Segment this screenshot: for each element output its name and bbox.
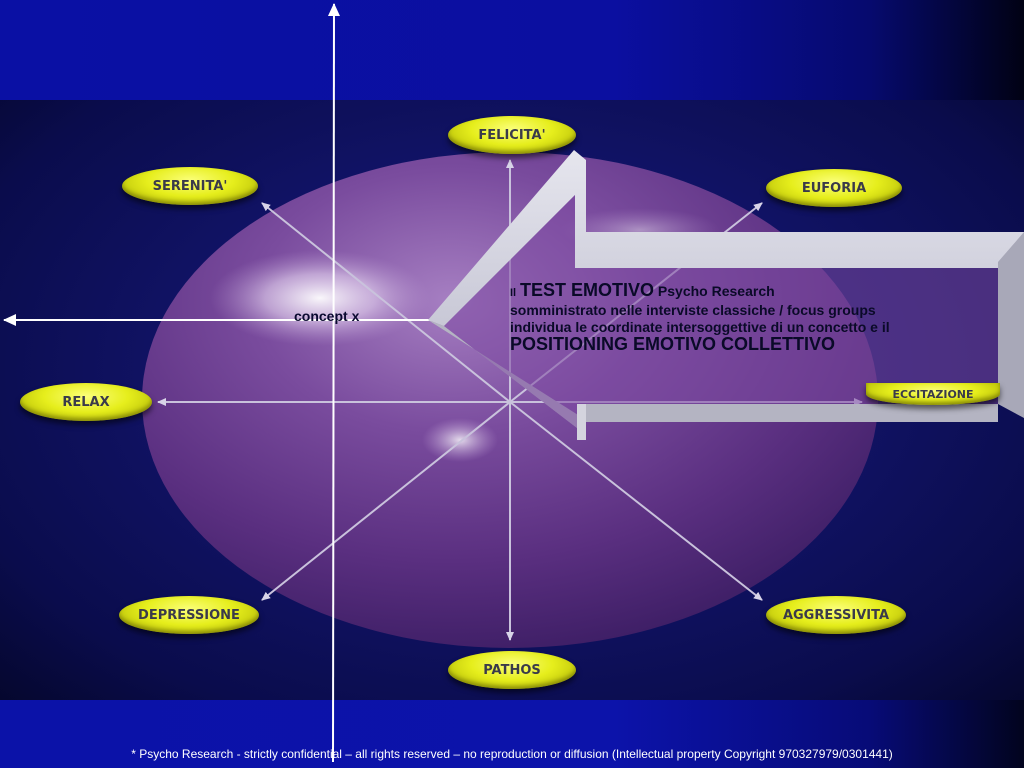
top-band [0, 0, 1024, 100]
callout-arrow-right-face [998, 232, 1024, 418]
concept-x-label: concept x [294, 308, 360, 324]
callout-arrow-inner-face [444, 195, 998, 428]
callout-arrow-top-face [428, 150, 1024, 326]
callout-line-1: Il TEST EMOTIVO Psycho Research [510, 280, 990, 302]
emotion-relax: RELAX [20, 383, 152, 421]
emotion-euforia: EUFORIA [766, 169, 902, 207]
footer-copyright: * Psycho Research - strictly confidentia… [131, 747, 893, 761]
callout-line-2: somministrato nelle interviste classiche… [510, 302, 876, 318]
axis-diag-depressione [261, 401, 511, 601]
emotion-pathos: PATHOS [448, 651, 576, 689]
callout-line-3: individua le coordinate intersoggettive … [510, 319, 890, 335]
emotion-eccitazione: ECCITAZIONE [866, 383, 1000, 405]
emotion-depressione: DEPRESSIONE [119, 596, 259, 634]
axis-diag-serenita [261, 202, 511, 403]
callout-text: Il TEST EMOTIVO Psycho Research somminis… [510, 280, 990, 354]
sphere-highlight-large [210, 250, 430, 346]
concept-vertical-axis [327, 3, 340, 763]
bottom-band [0, 700, 1024, 768]
callout-il: Il [510, 287, 517, 299]
callout-psycho-research: Psycho Research [657, 283, 775, 299]
emotion-aggressivita: AGGRESSIVITA [766, 596, 906, 634]
emotion-felicita: FELICITA' [448, 116, 576, 154]
sphere-highlight-small [422, 418, 498, 462]
emotion-serenita: SERENITA' [122, 167, 258, 205]
callout-arrow [428, 150, 1024, 440]
callout-test-emotivo: TEST EMOTIVO [520, 280, 655, 300]
concept-crosshair [3, 3, 440, 763]
callout-arrow-lower-wing [577, 404, 586, 440]
axis-diag-aggressivita [509, 401, 763, 601]
callout-positioning: POSITIONING EMOTIVO COLLETTIVO [510, 334, 836, 354]
callout-arrow-bottom-face [428, 320, 998, 428]
